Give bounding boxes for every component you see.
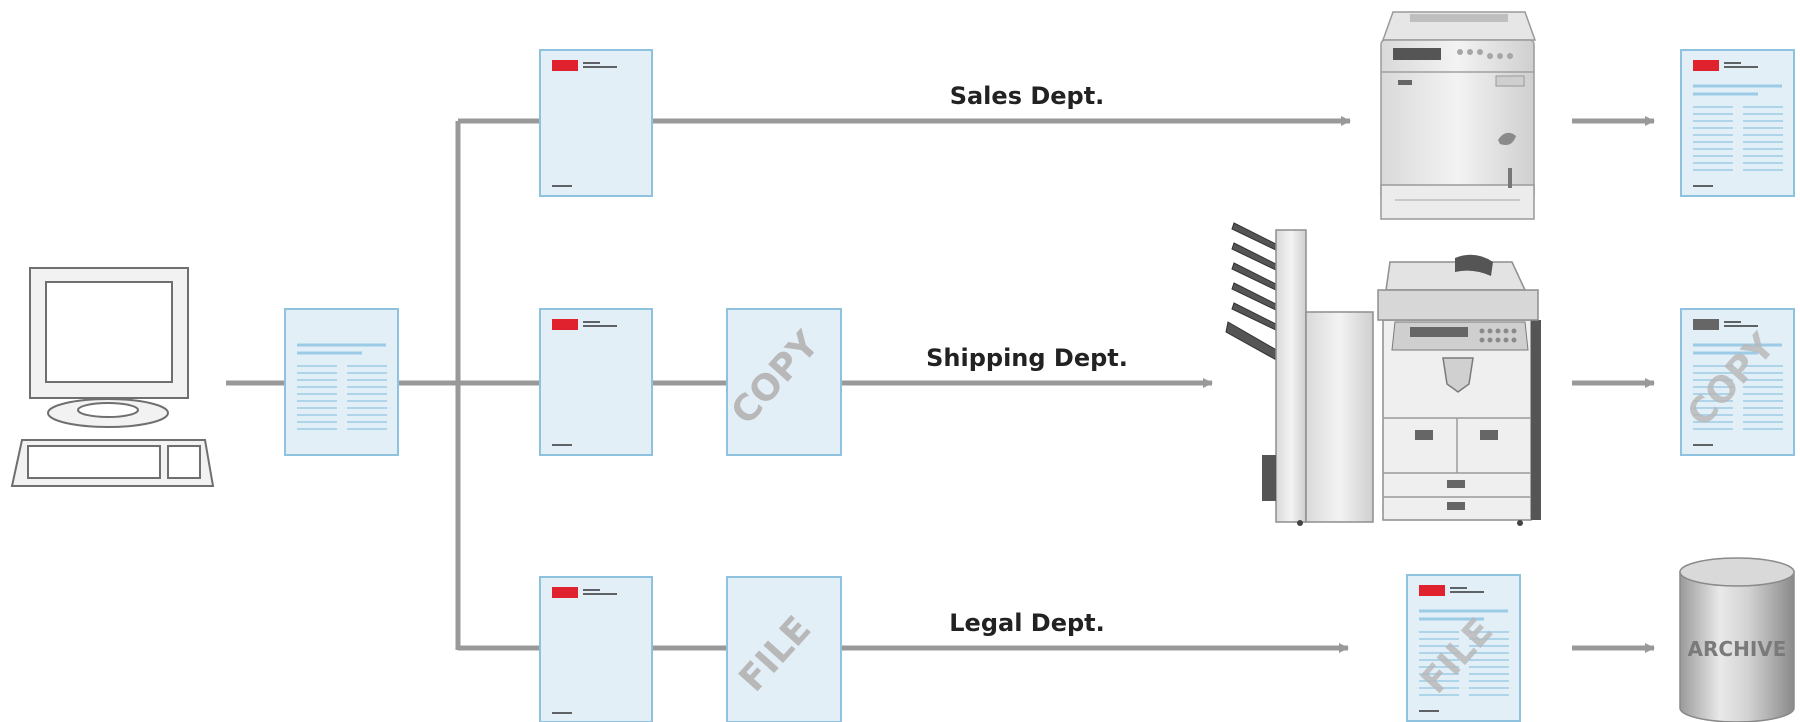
computer-icon — [10, 267, 215, 487]
shipping-copied-output-document: COPY — [1680, 308, 1795, 456]
copy-overlay-sheet: COPY — [724, 308, 842, 456]
printer-icon — [1380, 11, 1537, 220]
legal-filed-output-document: FILE — [1406, 574, 1521, 722]
legal-letterhead-document — [539, 576, 653, 722]
route-label-sales: Sales Dept. — [950, 82, 1105, 110]
archive-label: ARCHIVE — [1688, 637, 1787, 661]
sales-printed-output-document — [1680, 49, 1795, 197]
shipping-letterhead-document — [539, 308, 653, 456]
source-document — [284, 308, 399, 456]
file-overlay-sheet: FILE — [726, 576, 842, 722]
connector-lines — [226, 116, 1655, 653]
sales-letterhead-document — [539, 49, 653, 197]
route-label-legal: Legal Dept. — [949, 609, 1105, 637]
multifunction-copier-icon — [1225, 222, 1541, 526]
archive-cylinder-icon: ARCHIVE — [1679, 557, 1795, 722]
route-label-shipping: Shipping Dept. — [926, 344, 1128, 372]
